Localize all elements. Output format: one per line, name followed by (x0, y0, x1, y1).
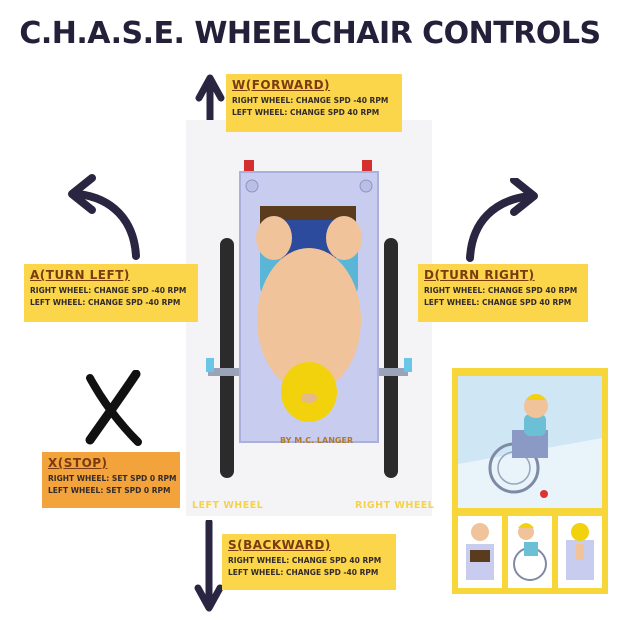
stop-right-wheel: RIGHT WHEEL: SET SPD 0 RPM (48, 474, 177, 483)
x-mark-icon (85, 370, 142, 446)
author-credit: BY M.C. LANGER (280, 436, 354, 445)
backward-heading: S(BACKWARD) (228, 538, 331, 552)
right-wheel-label: RIGHT WHEEL (355, 500, 435, 511)
turn-right-right-wheel: RIGHT WHEEL: CHANGE SPD 40 RPM (424, 286, 578, 295)
backward-right-wheel: RIGHT WHEEL: CHANGE SPD 40 RPM (228, 556, 382, 565)
curved-arrow-left-icon (68, 174, 140, 260)
turn-left-heading: A(TURN LEFT) (30, 268, 130, 282)
turn-left-left-wheel: LEFT WHEEL: CHANGE SPD -40 RPM (30, 298, 181, 307)
curved-arrow-right-icon (466, 178, 538, 262)
wheelchair-3d-preview (452, 368, 608, 594)
forward-right-wheel: RIGHT WHEEL: CHANGE SPD -40 RPM (232, 96, 389, 105)
forward-left-wheel: LEFT WHEEL: CHANGE SPD 40 RPM (232, 108, 380, 117)
forward-control-box: W(FORWARD) RIGHT WHEEL: CHANGE SPD -40 R… (226, 74, 402, 132)
turn-right-control-box: D(TURN RIGHT) RIGHT WHEEL: CHANGE SPD 40… (418, 264, 588, 322)
arrow-down-icon (194, 520, 224, 612)
stop-left-wheel: LEFT WHEEL: SET SPD 0 RPM (48, 486, 171, 495)
wheelchair-top-view (186, 120, 432, 516)
turn-right-heading: D(TURN RIGHT) (424, 268, 535, 282)
turn-left-control-box: A(TURN LEFT) RIGHT WHEEL: CHANGE SPD -40… (24, 264, 198, 322)
backward-control-box: S(BACKWARD) RIGHT WHEEL: CHANGE SPD 40 R… (222, 534, 396, 590)
forward-heading: W(FORWARD) (232, 78, 331, 92)
left-wheel-label: LEFT WHEEL (192, 500, 264, 511)
backward-left-wheel: LEFT WHEEL: CHANGE SPD -40 RPM (228, 568, 379, 577)
page-title: C.H.A.S.E. WHEELCHAIR CONTROLS (19, 16, 601, 51)
stop-control-box: X(STOP) RIGHT WHEEL: SET SPD 0 RPM LEFT … (42, 452, 180, 508)
stop-heading: X(STOP) (48, 456, 108, 470)
turn-left-right-wheel: RIGHT WHEEL: CHANGE SPD -40 RPM (30, 286, 187, 295)
turn-right-left-wheel: LEFT WHEEL: CHANGE SPD 40 RPM (424, 298, 572, 307)
